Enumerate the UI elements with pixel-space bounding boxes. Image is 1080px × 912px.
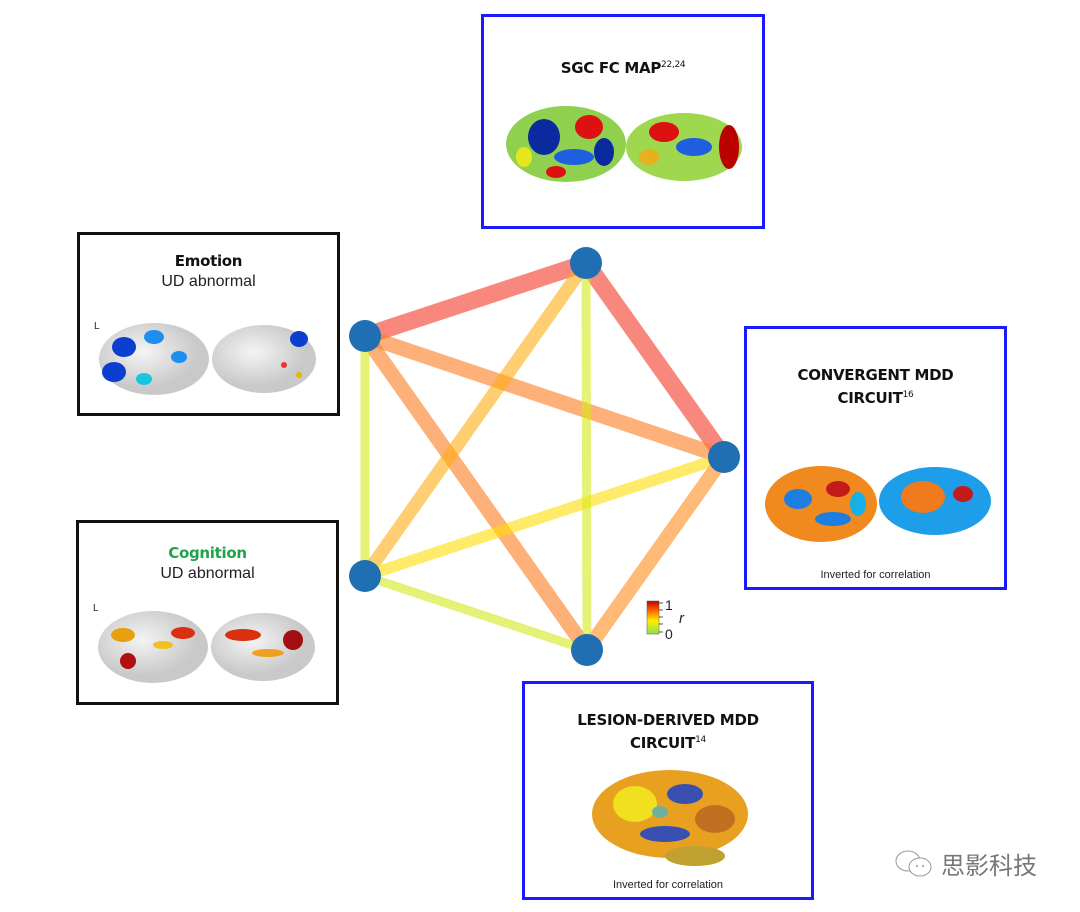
node-emotion: [349, 320, 381, 352]
edge-cognition-convergent: [363, 451, 726, 582]
panel-title: Emotion: [174, 252, 243, 270]
edge-sgc-cognition: [359, 259, 592, 580]
edge-sgc-convergent: [578, 257, 732, 463]
node-cognition: [349, 560, 381, 592]
panel-note: Inverted for correlation: [612, 879, 724, 891]
node-lesion: [571, 634, 603, 666]
brain-map-image: [765, 466, 991, 542]
colorbar-variable: r: [679, 610, 685, 627]
panel-subtitle: UD abnormal: [160, 565, 255, 582]
brain-map-image: [99, 323, 316, 395]
node-sgc: [570, 247, 602, 279]
edge-sgc-lesion: [581, 262, 592, 651]
emotion-panel: Emotion UD abnormal L: [77, 232, 340, 416]
panel-note: Inverted for correlation: [820, 569, 931, 581]
edge-cognition-lesion: [363, 571, 589, 655]
watermark-text: 思影科技: [941, 853, 1037, 880]
watermark: 思影科技: [893, 846, 1037, 881]
brain-map-image: [98, 611, 315, 683]
hemisphere-label: L: [94, 321, 100, 332]
edge-convergent-lesion: [581, 452, 730, 655]
colorbar: 1 0 r: [646, 597, 685, 642]
panel-title: SGC FC MAP22,24: [560, 59, 686, 77]
edge-emotion-lesion: [358, 331, 594, 655]
brain-map-image: [592, 770, 748, 866]
panel-subtitle: UD abnormal: [161, 273, 256, 290]
colorbar-max: 1: [665, 597, 673, 613]
hemisphere-label: L: [93, 603, 99, 614]
edge-emotion-convergent: [362, 328, 727, 465]
panel-title: Cognition: [168, 544, 247, 562]
edge-emotion-sgc: [362, 254, 589, 345]
node-convergent: [708, 441, 740, 473]
brain-map-image: [506, 106, 742, 182]
wechat-icon: [895, 850, 932, 876]
sgc-fc-map-panel: SGC FC MAP22,24: [481, 14, 765, 229]
colorbar-min: 0: [665, 626, 673, 642]
cognition-panel: Cognition UD abnormal L: [76, 520, 339, 705]
